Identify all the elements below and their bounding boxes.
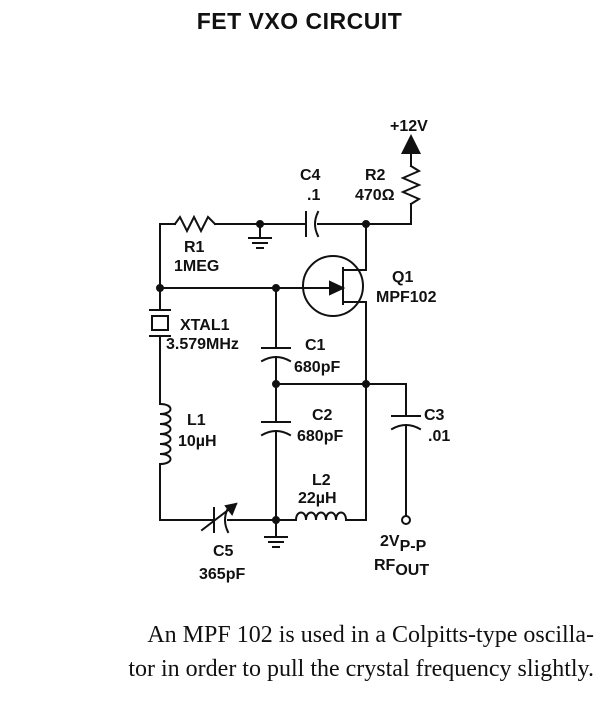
c5-variable-capacitor bbox=[200, 502, 277, 534]
c5-ref: C5 bbox=[213, 543, 234, 560]
c4-capacitor bbox=[305, 210, 320, 238]
c2-ref: C2 bbox=[312, 407, 333, 424]
c3-ref: C3 bbox=[424, 407, 445, 424]
xtal1-ref: XTAL1 bbox=[180, 317, 230, 334]
caption-line-1: An MPF 102 is used in a Colpitts-type os… bbox=[147, 622, 594, 648]
output-level: 2VP-P bbox=[380, 533, 427, 555]
ground-bottom bbox=[264, 519, 288, 548]
caption: An MPF 102 is used in a Colpitts-type os… bbox=[0, 618, 594, 686]
output-level-main: 2V bbox=[380, 533, 400, 550]
output-label: RFOUT bbox=[374, 557, 429, 579]
l1-value: 10µH bbox=[178, 433, 217, 450]
diagram-title: FET VXO CIRCUIT bbox=[196, 8, 403, 34]
q1-jfet bbox=[275, 255, 367, 317]
caption-line-2: tor in order to pull the crystal frequen… bbox=[128, 656, 594, 682]
c2-capacitor bbox=[260, 383, 292, 521]
output-terminal bbox=[401, 515, 411, 525]
r1-resistor bbox=[173, 214, 217, 234]
c4-value: .1 bbox=[307, 187, 320, 204]
l2-inductor bbox=[275, 383, 367, 522]
output-label-main: RF bbox=[374, 557, 396, 574]
l2-ref: L2 bbox=[312, 472, 331, 489]
supply-label: +12V bbox=[390, 118, 428, 135]
q1-value: MPF102 bbox=[376, 289, 437, 306]
xtal1-value: 3.579MHz bbox=[166, 336, 239, 353]
r2-value: 470Ω bbox=[355, 187, 395, 204]
c1-ref: C1 bbox=[305, 337, 326, 354]
c4-ref: C4 bbox=[300, 167, 321, 184]
q1-ref: Q1 bbox=[392, 269, 413, 286]
l1-ref: L1 bbox=[187, 412, 206, 429]
c2-value: 680pF bbox=[297, 428, 343, 445]
c1-capacitor bbox=[260, 287, 292, 385]
r1-ref: R1 bbox=[184, 239, 205, 256]
l1-inductor bbox=[158, 402, 215, 521]
xtal1-crystal bbox=[149, 305, 171, 405]
output-label-sub: OUT bbox=[395, 562, 429, 579]
r2-ref: R2 bbox=[365, 167, 386, 184]
r1-value: 1MEG bbox=[174, 258, 219, 275]
c5-value: 365pF bbox=[199, 566, 245, 583]
c1-value: 680pF bbox=[294, 359, 340, 376]
junction-r1-gnd bbox=[256, 220, 264, 228]
l2-value: 22µH bbox=[298, 490, 337, 507]
c3-capacitor bbox=[390, 383, 422, 517]
c3-value: .01 bbox=[428, 428, 450, 445]
output-level-sub: P-P bbox=[400, 538, 427, 555]
